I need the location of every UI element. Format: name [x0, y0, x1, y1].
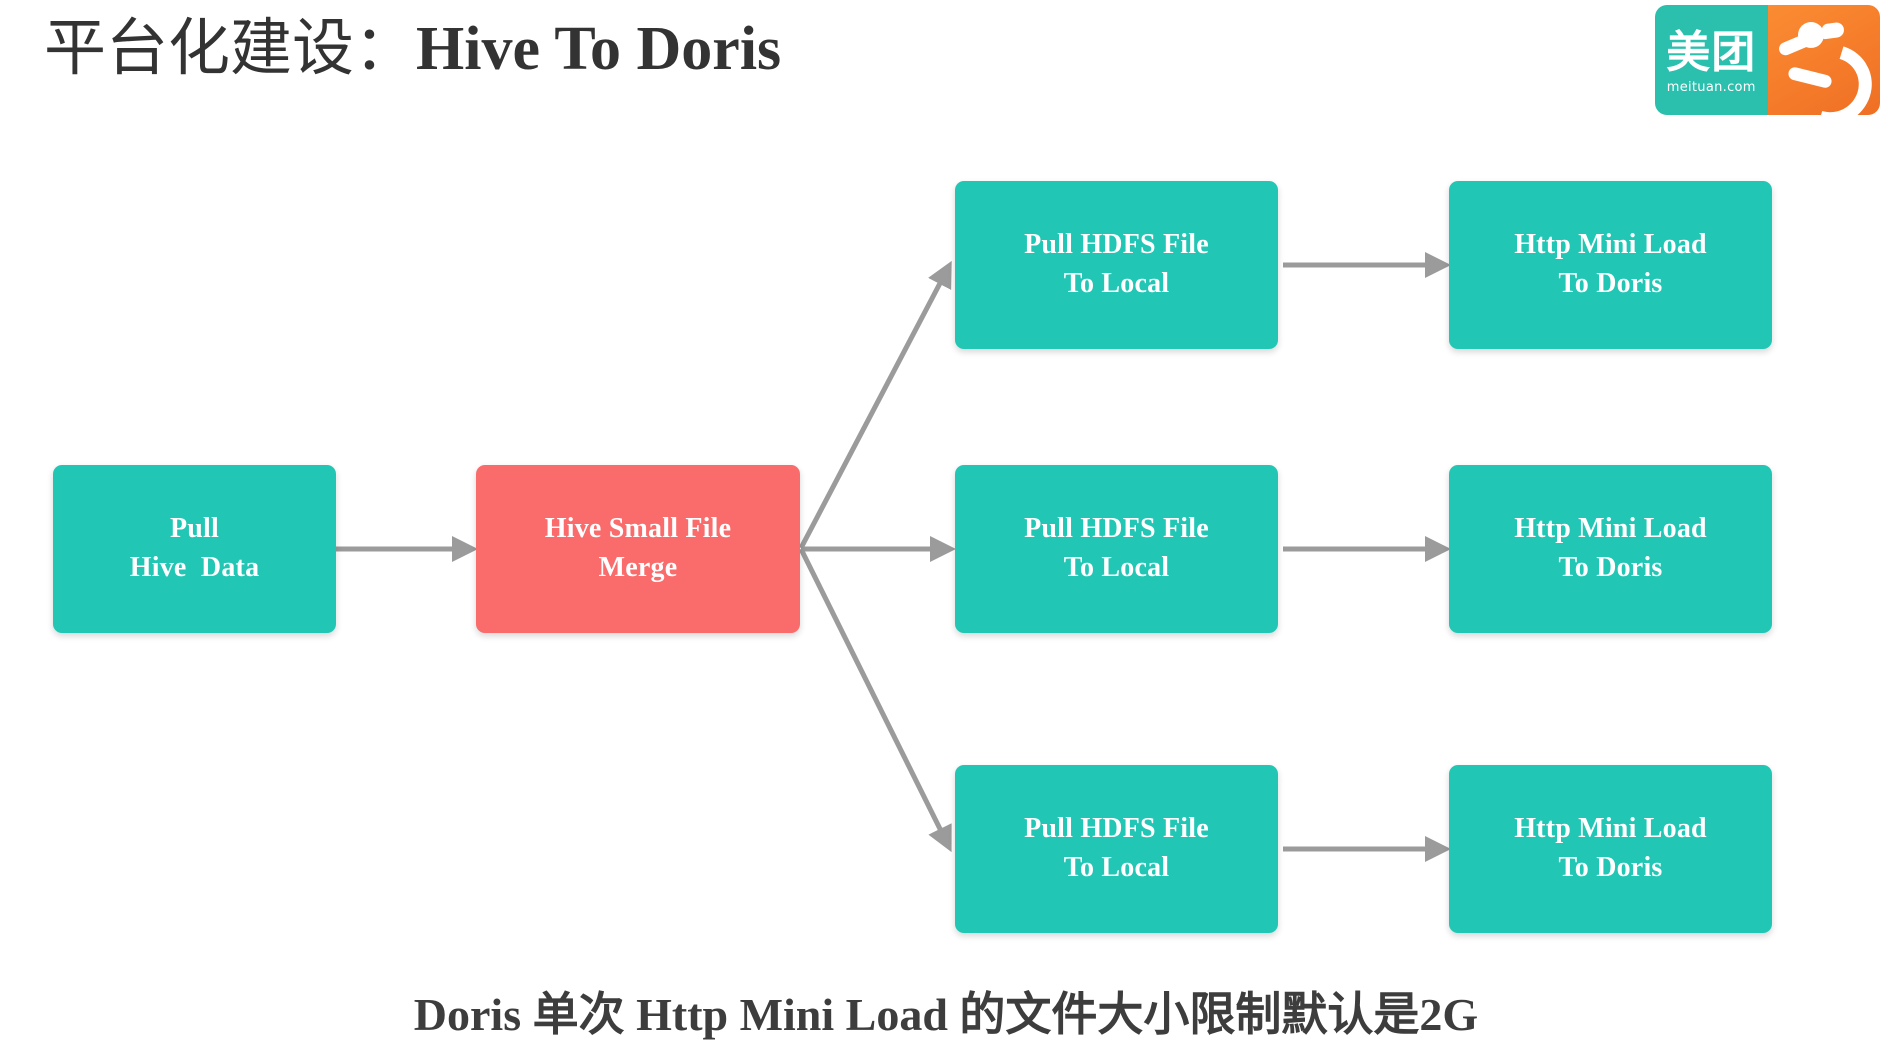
flow-node-label-line1: Pull HDFS File — [1024, 513, 1209, 545]
flow-node-label-line2: Hive Data — [129, 552, 260, 583]
flow-node-label-line2: To Doris — [1558, 852, 1663, 883]
page-title: 平台化建设：Hive To Doris — [44, 14, 781, 85]
meituan-logo-mascot-panel — [1767, 5, 1880, 115]
flow-node-label-line1: Http Mini Load — [1514, 513, 1707, 545]
page-title-cn: 平台化建设： — [44, 15, 417, 83]
flow-node-label-line2: To Local — [1063, 852, 1170, 883]
flow-node-label-line1: Http Mini Load — [1514, 229, 1707, 261]
flow-node-pull-hdfs-file-to-local-2[interactable]: Pull HDFS File To Local — [955, 465, 1278, 633]
flow-node-label-line2: To Local — [1063, 552, 1170, 583]
flow-node-http-mini-load-to-doris-2[interactable]: Http Mini Load To Doris — [1449, 465, 1772, 633]
flow-edge-merge-to-hdfs-top — [798, 260, 952, 550]
flow-node-pull-hdfs-file-to-local-3[interactable]: Pull HDFS File To Local — [955, 765, 1278, 933]
flow-caption: Doris 单次 Http Mini Load 的文件大小限制默认是2G — [413, 989, 1479, 1040]
flow-node-label-line2: To Doris — [1558, 552, 1663, 583]
flow-node-label-line2: To Doris — [1558, 268, 1663, 299]
flow-node-label-line1: Http Mini Load — [1514, 813, 1707, 845]
meituan-logo-url-text: meituan.com — [1666, 79, 1756, 95]
meituan-logo: 美团 meituan.com — [1655, 5, 1880, 115]
meituan-logo-cn-text: 美团 — [1666, 26, 1757, 78]
flow-edge-merge-to-hdfs-bottom — [798, 547, 952, 853]
flow-node-label-line1: Pull HDFS File — [1024, 229, 1209, 261]
flow-node-pull-hdfs-file-to-local-1[interactable]: Pull HDFS File To Local — [955, 181, 1278, 349]
flow-node-label-line2: Merge — [598, 552, 678, 583]
flow-node-http-mini-load-to-doris-3[interactable]: Http Mini Load To Doris — [1449, 765, 1772, 933]
flow-node-http-mini-load-to-doris-1[interactable]: Http Mini Load To Doris — [1449, 181, 1772, 349]
flow-node-label-line1: Pull HDFS File — [1024, 813, 1209, 845]
meituan-logo-wordmark: 美团 meituan.com — [1655, 5, 1768, 115]
flow-node-label-line1: Hive Small File — [544, 513, 732, 545]
flow-node-label-line1: Pull — [169, 513, 220, 545]
kangaroo-mascot-icon — [1768, 5, 1880, 115]
flow-node-label-line2: To Local — [1063, 268, 1170, 299]
page-title-en: Hive To Doris — [416, 15, 782, 83]
